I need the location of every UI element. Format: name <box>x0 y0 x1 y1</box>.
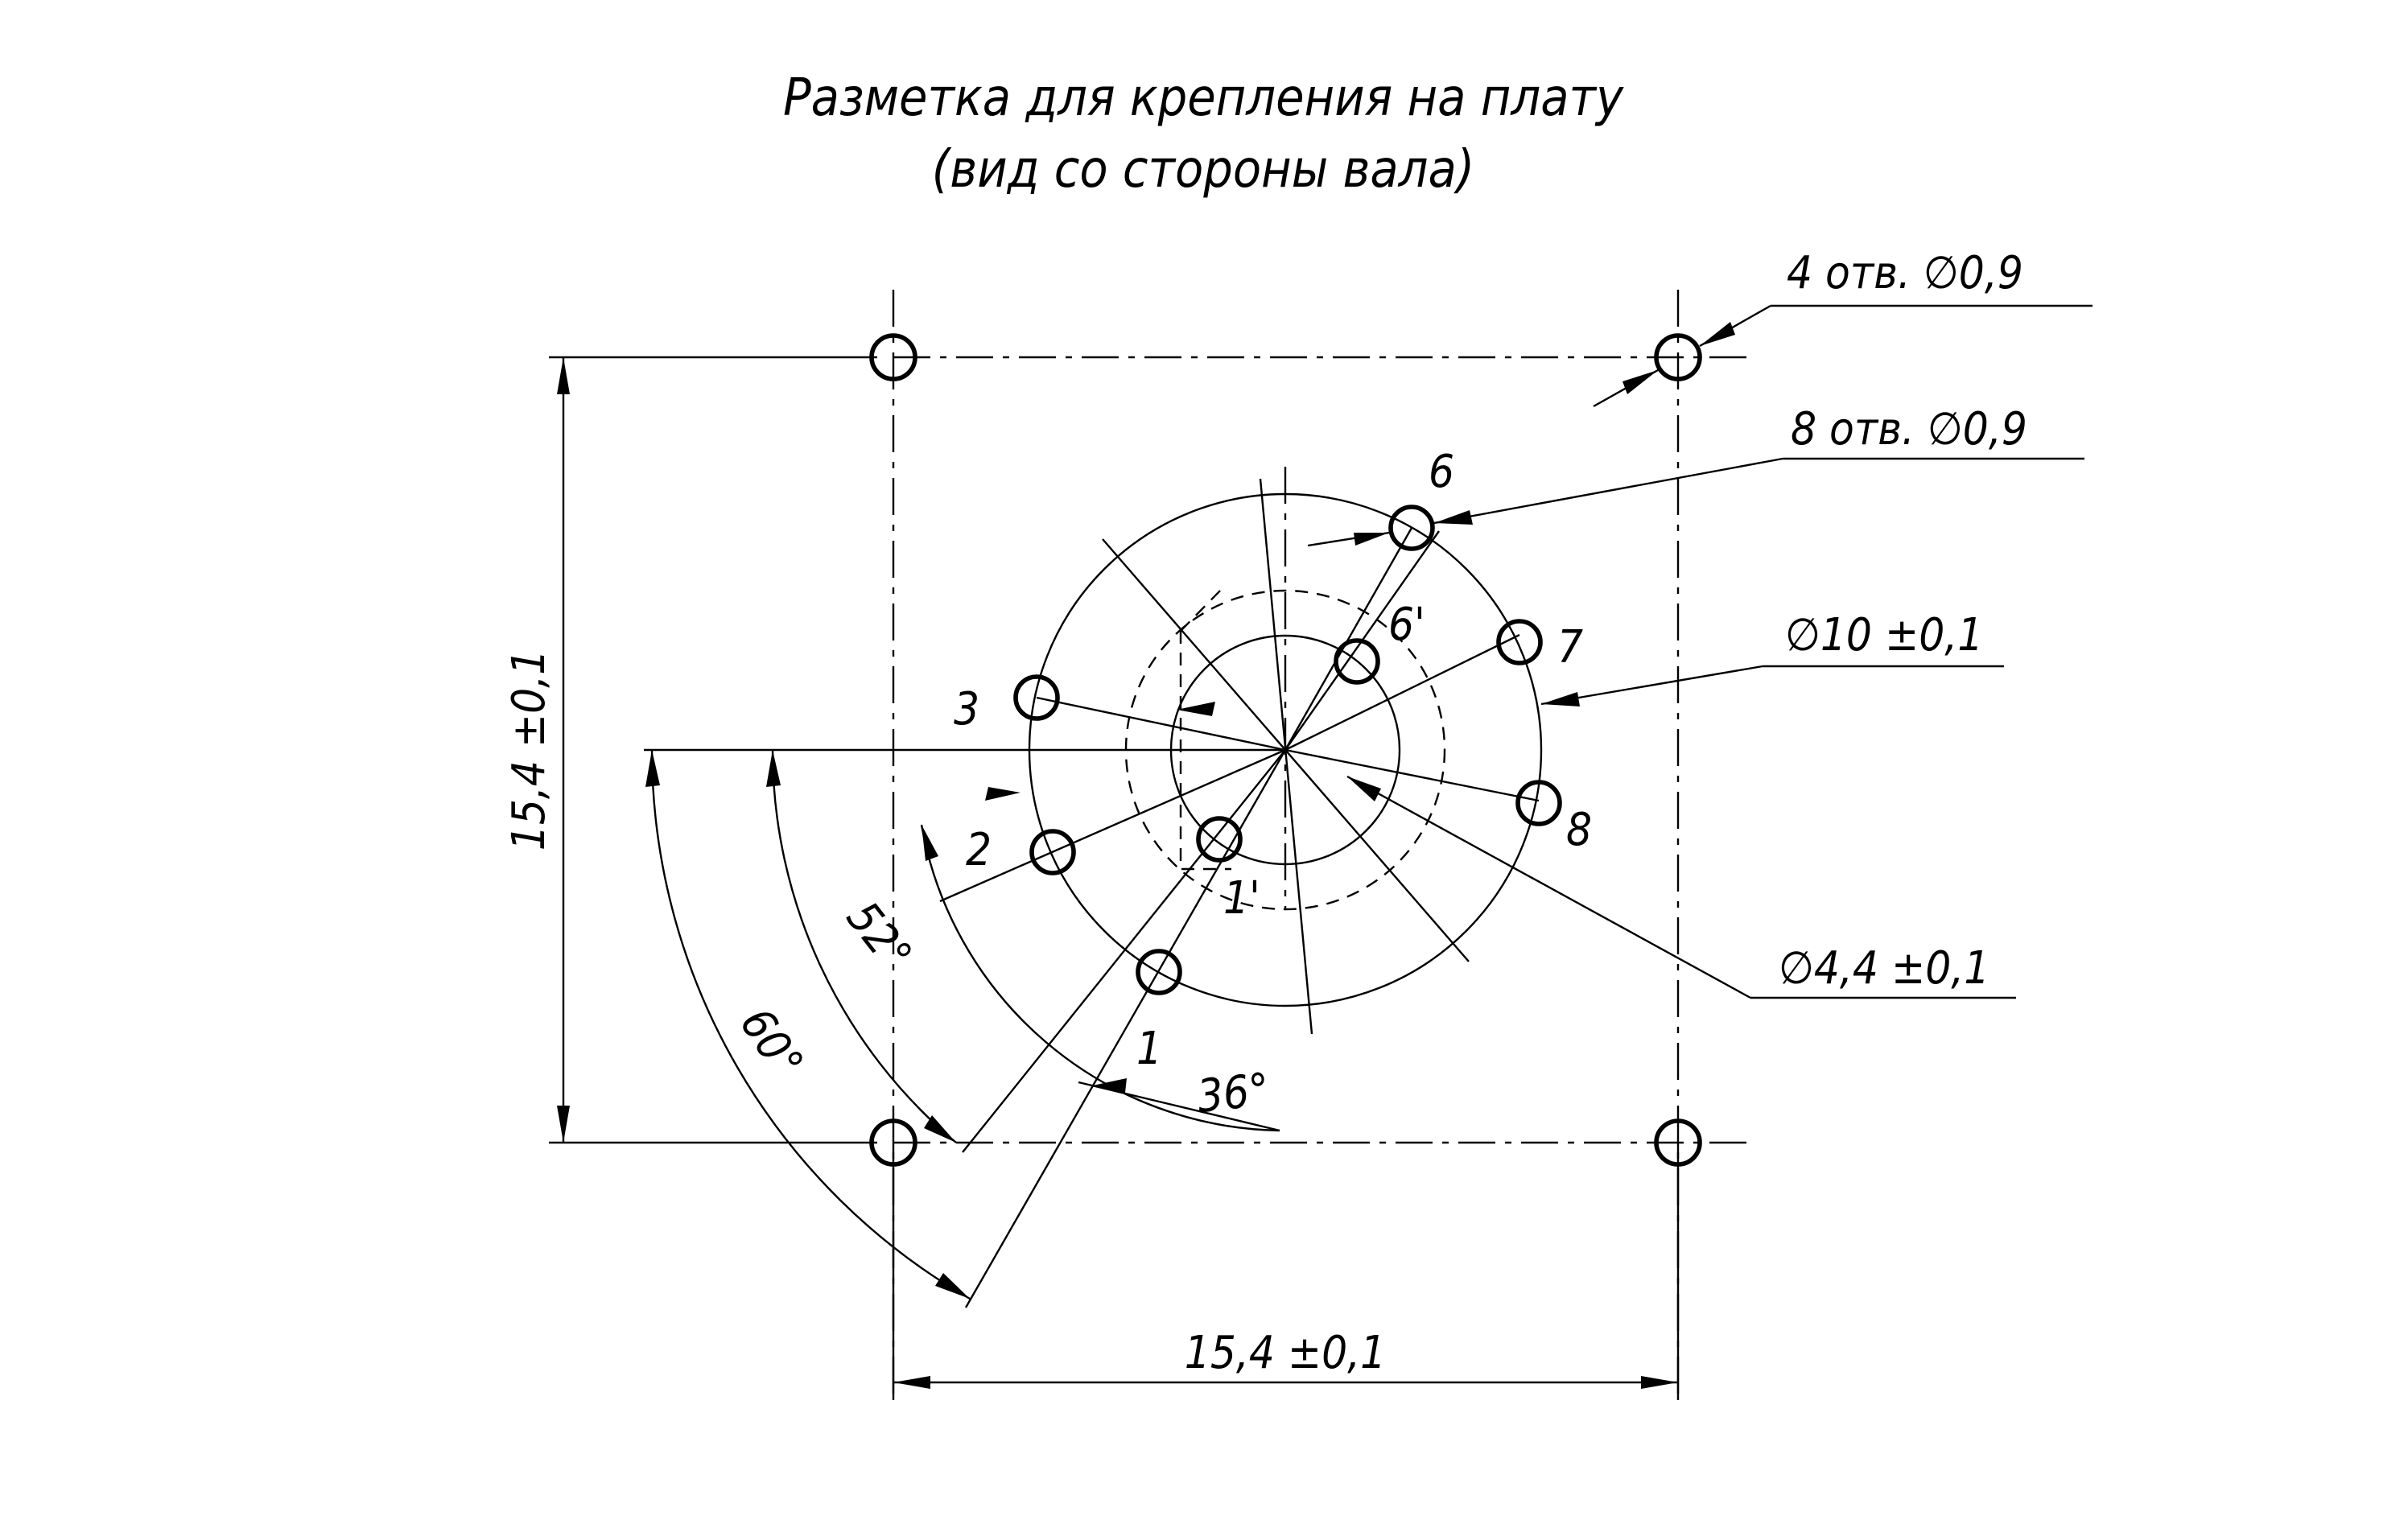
angle-36-text: 36° <box>1195 1064 1272 1123</box>
leader-four-holes <box>1593 304 2093 408</box>
hole-6-prime <box>1334 638 1380 685</box>
corner-hole-top-left <box>869 333 917 381</box>
angle-dimensions <box>645 749 1280 1300</box>
hole-label-1-prime: 1' <box>1223 872 1260 925</box>
hole-label-3: 3 <box>954 683 979 735</box>
height-dimension <box>557 357 570 1143</box>
hole-label-7: 7 <box>1557 621 1583 673</box>
extension-lines <box>549 356 1680 1400</box>
hole-7 <box>1496 619 1543 665</box>
height-dimension-text: 15,4 ±0,1 <box>503 649 555 851</box>
leader-dia-10 <box>1540 665 2004 706</box>
title-line-1: Разметка для крепления на плату <box>783 68 1624 128</box>
callout-dia-10: ∅10 ±0,1 <box>1785 609 1983 661</box>
hole-6 <box>1388 505 1435 551</box>
hole-label-2: 2 <box>966 824 992 876</box>
hole-label-1: 1 <box>1136 1023 1162 1075</box>
width-dimension <box>893 1376 1678 1389</box>
corner-hole-bottom-right <box>1654 1118 1702 1167</box>
width-dimension-text: 15,4 ±0,1 <box>1185 1327 1386 1379</box>
hole-label-6-prime: 6' <box>1388 599 1425 651</box>
hole-1-prime <box>1196 816 1243 863</box>
angle-52-text: 52° <box>836 892 922 981</box>
callout-four-holes: 4 отв. ∅0,9 <box>1787 247 2023 299</box>
leader-eight-holes <box>1307 457 2084 547</box>
callout-dia-4-4: ∅4,4 ±0,1 <box>1779 942 1989 995</box>
corner-hole-top-right <box>1654 333 1702 381</box>
hole-label-8: 8 <box>1566 804 1592 856</box>
hole-3 <box>1013 674 1060 721</box>
callout-eight-holes: 8 отв. ∅0,9 <box>1791 403 2027 455</box>
hole-8 <box>1515 780 1562 826</box>
hole-label-6: 6 <box>1429 446 1454 498</box>
hole-2 <box>1029 829 1076 875</box>
square-centerlines <box>892 290 1746 1400</box>
hole-1 <box>1136 949 1182 995</box>
corner-hole-bottom-left <box>869 1118 917 1167</box>
inner-dashed-outline <box>1179 631 1231 871</box>
leader-dia-4-4 <box>1346 775 2016 999</box>
title-line-2: (вид со стороны вала) <box>932 140 1474 200</box>
pitch-holes <box>1013 505 1562 995</box>
corner-holes <box>869 333 1702 1167</box>
